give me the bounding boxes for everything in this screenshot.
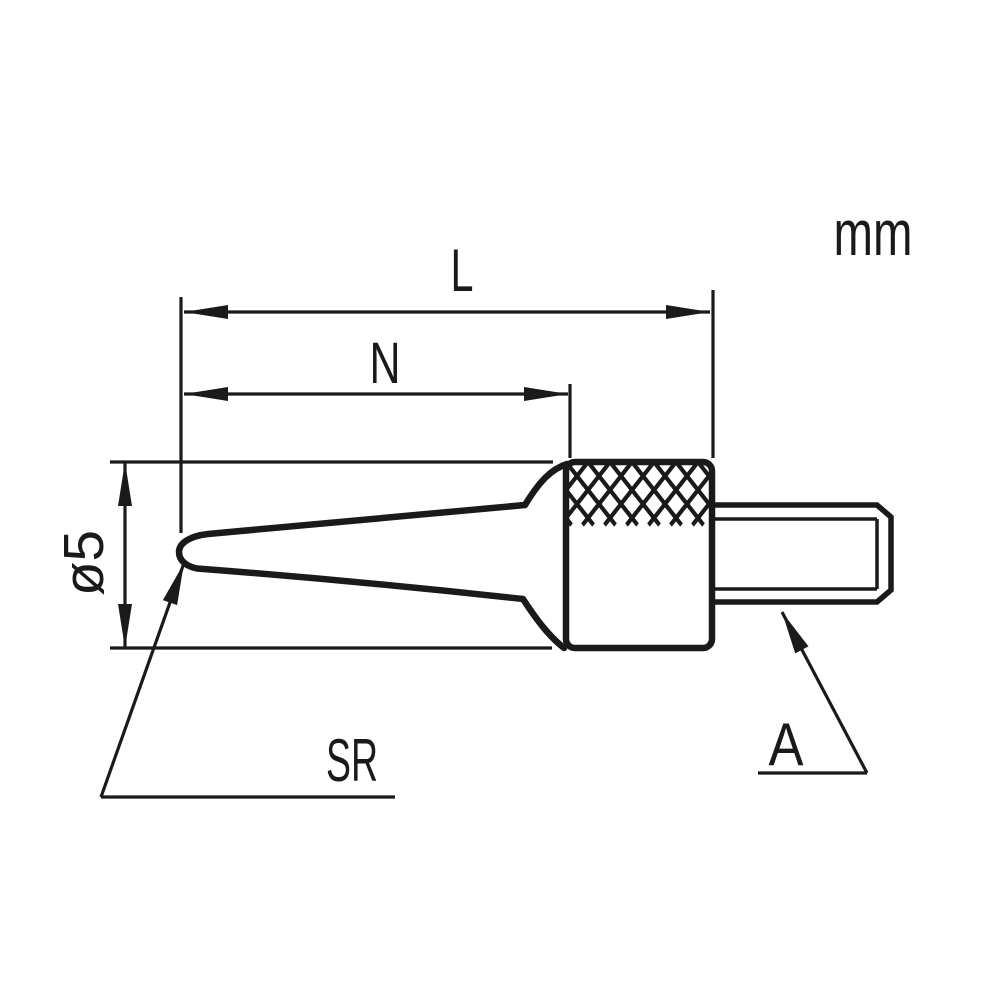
knurl-pattern [565, 462, 712, 532]
unit-label: mm [834, 197, 913, 269]
thread-minor-lines [713, 517, 879, 591]
dimensions: L N ø5 SR A mm [52, 197, 913, 799]
arrowhead-L-right [666, 305, 710, 319]
dimension-L-label: L [451, 237, 474, 304]
threaded-stem-outline [713, 502, 894, 605]
dimension-N-label: N [370, 331, 401, 396]
arrowhead-SR [162, 563, 184, 606]
arrowhead-A [782, 612, 809, 654]
callout-SR-label: SR [326, 727, 378, 794]
arrowhead-L-left [184, 305, 228, 319]
arrowhead-diameter-bottom [118, 604, 132, 648]
cone-tip-outline [175, 460, 571, 652]
arrowhead-diameter-top [118, 462, 132, 506]
callout-A-label: A [769, 711, 804, 778]
part-body [175, 458, 894, 652]
arrowhead-N-left [184, 387, 228, 401]
dimension-diameter-label: ø5 [52, 530, 116, 596]
arrowhead-N-right [524, 387, 568, 401]
